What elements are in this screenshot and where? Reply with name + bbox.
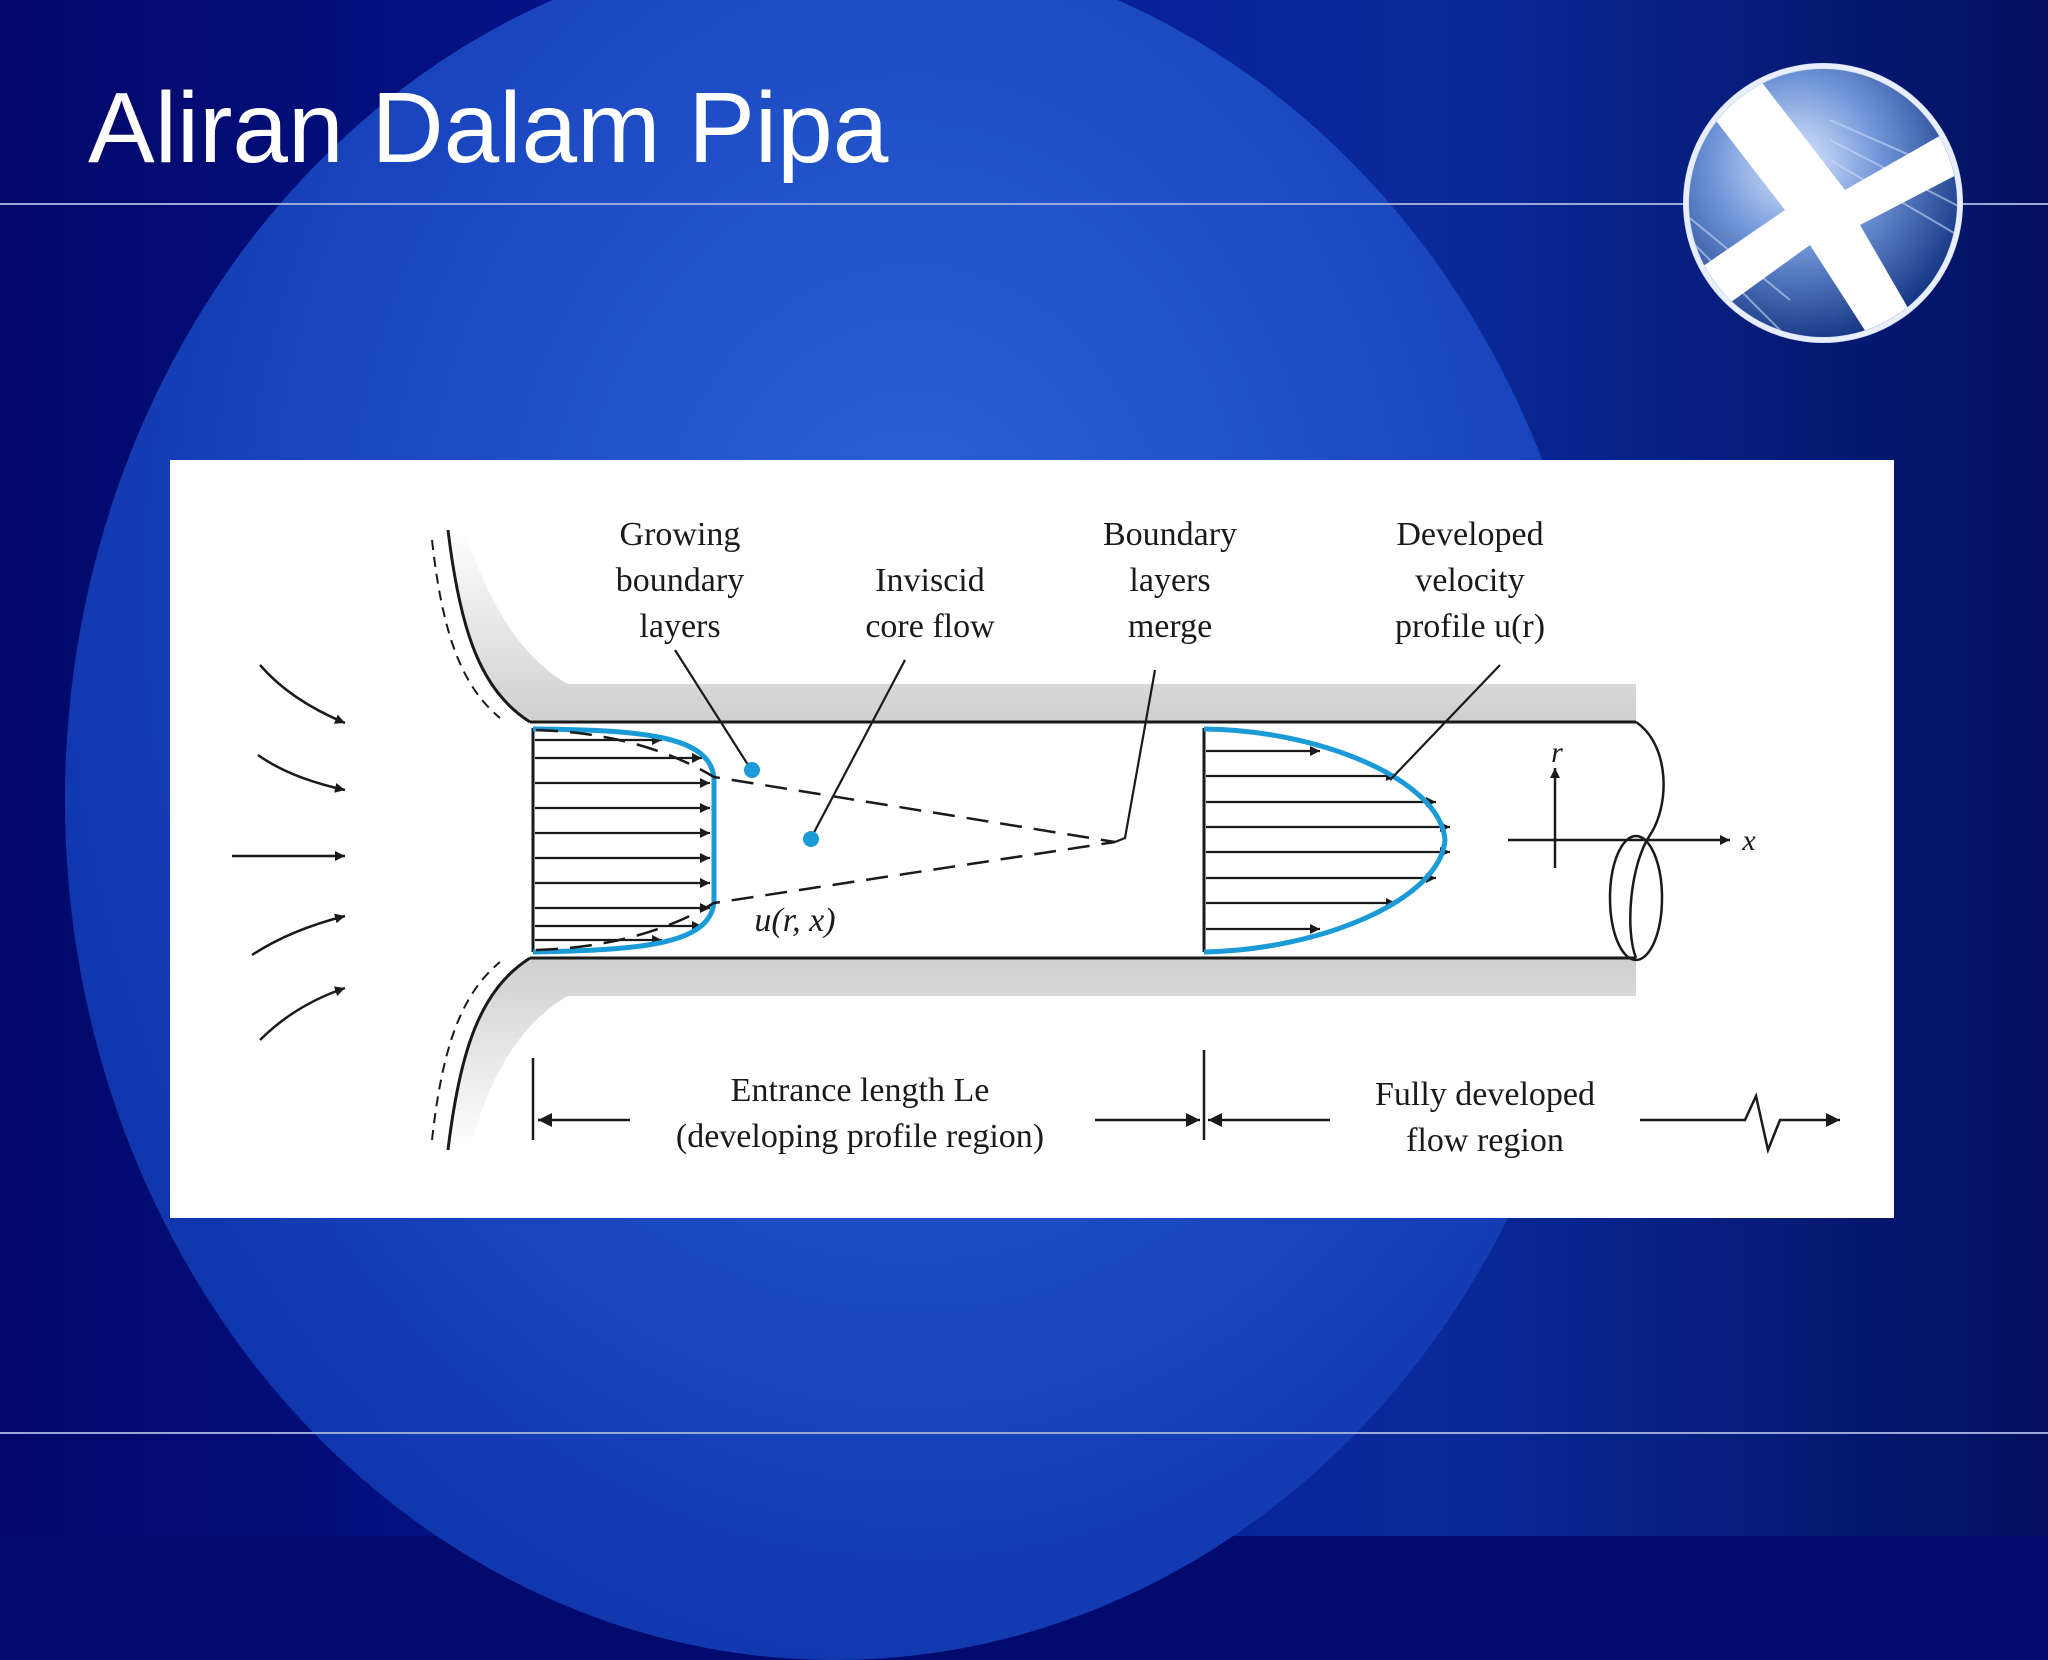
entrance-velocity-profile — [531, 726, 717, 955]
boundary-layers-merge-label: Boundary layers merge — [1102, 516, 1238, 645]
globe-x-logo-icon — [1683, 63, 1963, 343]
pipe-flow-diagram: Growing boundary layers Inviscid core fl… — [170, 460, 1894, 1218]
developed-velocity-profile-label: Developed velocity profile u(r) — [1394, 516, 1546, 645]
pipe-wall — [431, 529, 1665, 1151]
inflow-arrows — [232, 664, 346, 1041]
core-flow-dot — [803, 831, 819, 847]
coordinate-axes — [1508, 768, 1730, 868]
fully-developed-label: Fully developed flow region — [1374, 1076, 1596, 1159]
callout-leaders — [674, 649, 1501, 844]
region-dimension-line — [531, 1050, 1840, 1155]
entrance-length-label: Entrance length Le (developing profile r… — [675, 1072, 1045, 1155]
axis-x-label: x — [1742, 824, 1756, 857]
inviscid-core-flow-label: Inviscid core flow — [865, 562, 995, 645]
developed-velocity-profile — [1202, 726, 1450, 955]
slide-title: Aliran Dalam Pipa — [88, 72, 889, 184]
u-r-x-label: u(r, x) — [754, 902, 836, 939]
boundary-layer-edge — [535, 728, 1116, 952]
growing-boundary-layers-label: Growing boundary layers — [615, 516, 745, 645]
footer-divider — [0, 1432, 2048, 1434]
boundary-layer-dot — [744, 762, 760, 778]
axis-r-label: r — [1551, 736, 1563, 769]
title-divider — [0, 203, 2048, 205]
